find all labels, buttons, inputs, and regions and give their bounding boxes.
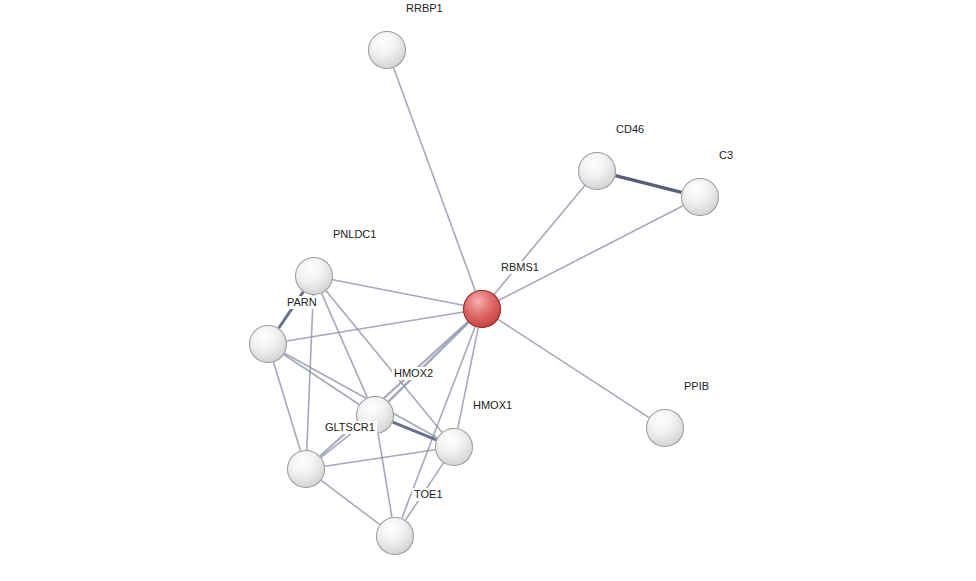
node-label: PNLDC1 (331, 228, 378, 241)
interaction-edge (615, 176, 681, 193)
node-circle (376, 517, 414, 555)
interaction-edge (325, 450, 435, 466)
protein-node: TOE1 (376, 517, 414, 555)
node-circle (646, 409, 684, 447)
protein-node: RBMS1 (463, 290, 501, 328)
protein-node: RRBP1 (368, 31, 406, 69)
node-circle (578, 152, 616, 190)
interaction-edge (285, 353, 438, 438)
interaction-edge (378, 434, 392, 518)
protein-node: GLTSCR1 (287, 450, 325, 488)
protein-node: HMOX1 (435, 428, 473, 466)
node-circle (463, 290, 501, 328)
node-label: RRBP1 (404, 2, 445, 15)
protein-node: PNLDC1 (295, 257, 333, 295)
node-label: TOE1 (412, 488, 445, 501)
interaction-edge (287, 312, 463, 341)
node-label: PARN (285, 296, 319, 309)
interaction-edge (321, 480, 380, 524)
interaction-edge (458, 328, 478, 429)
node-label: HMOX1 (471, 399, 514, 412)
node-label: GLTSCR1 (323, 421, 377, 434)
node-label: C3 (717, 149, 735, 162)
node-label: HMOX2 (392, 367, 435, 380)
interaction-edge (494, 186, 585, 295)
protein-node: PARN (249, 325, 287, 363)
protein-node: C3 (681, 178, 719, 216)
interaction-edge (388, 322, 468, 401)
interaction-edge (322, 293, 368, 397)
interaction-edge (499, 206, 683, 301)
interaction-edge (394, 68, 476, 291)
interaction-edge (274, 362, 301, 451)
interaction-edge (498, 319, 649, 417)
interaction-edge (333, 280, 464, 306)
protein-node: CD46 (578, 152, 616, 190)
node-label: RBMS1 (499, 261, 541, 274)
interaction-edge (402, 327, 475, 519)
interaction-edge (393, 422, 437, 440)
node-circle (287, 450, 325, 488)
interaction-edge (284, 355, 359, 405)
node-label: CD46 (614, 123, 646, 136)
node-circle (249, 325, 287, 363)
node-label: PPIB (682, 380, 711, 393)
node-circle (368, 31, 406, 69)
node-circle (681, 178, 719, 216)
node-circle (295, 257, 333, 295)
node-circle (435, 428, 473, 466)
protein-node: PPIB (646, 409, 684, 447)
